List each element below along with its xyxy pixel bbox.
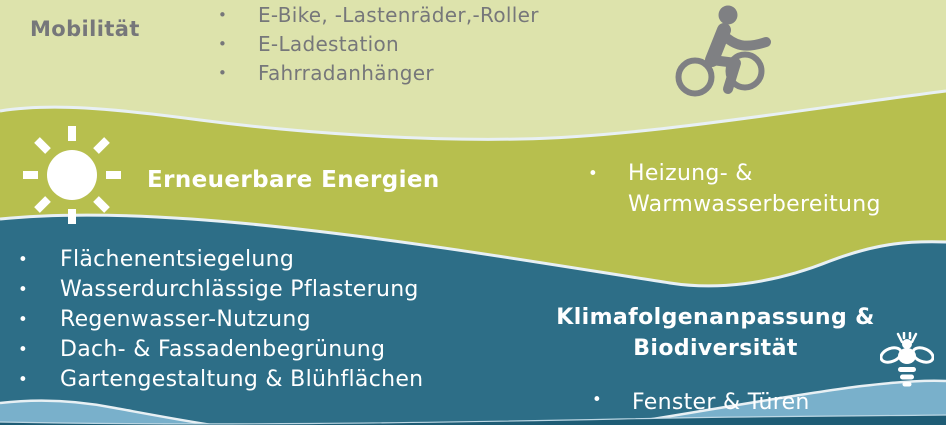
band-climate — [0, 215, 946, 425]
bullet-icon: • — [218, 64, 228, 82]
list-item-label: Fenster & Türen — [632, 390, 810, 415]
list-item: • E-Ladestation — [218, 30, 539, 59]
bullet-icon: • — [18, 310, 29, 329]
list-item: • Flächenentsiegelung — [18, 245, 423, 275]
list-item-label: Flächenentsiegelung — [60, 247, 295, 272]
bullet-icon: • — [18, 250, 29, 269]
climate-title: Klimafolgenanpassung & Biodiversität — [556, 305, 875, 361]
bullet-icon: • — [18, 340, 29, 359]
band-windows — [0, 380, 946, 425]
cyclist-head — [718, 5, 738, 25]
bullet-icon: • — [18, 280, 29, 299]
energy-title: Erneuerbare Energien — [147, 167, 440, 193]
band-energy-outline — [0, 89, 946, 141]
bullet-icon: • — [218, 35, 228, 53]
list-item: • Dach- & Fassadenbegrünung — [18, 335, 423, 365]
climate-list: • Flächenentsiegelung • Wasserdurchlässi… — [18, 245, 423, 395]
band-climate-outline — [0, 213, 946, 288]
bullet-icon: • — [592, 390, 603, 409]
mobility-title: Mobilität — [30, 17, 140, 41]
bullet-icon: • — [18, 370, 29, 389]
list-item-label: Wasserdurchlässige Pflasterung — [60, 277, 419, 302]
windows-list: • Fenster & Türen — [592, 390, 810, 415]
list-item-label: Dach- & Fassadenbegrünung — [60, 337, 386, 362]
band-bottom-outline — [0, 414, 946, 425]
list-item-label: E-Ladestation — [258, 32, 399, 56]
bee-icon — [880, 332, 934, 387]
band-windows-outline — [0, 379, 946, 425]
list-item-label: Fahrradanhänger — [258, 61, 434, 85]
list-item-label: Regenwasser-Nutzung — [60, 307, 311, 332]
energy-list: • Heizung- & Warmwasserbereitung — [588, 158, 920, 220]
list-item: • Heizung- & Warmwasserbereitung — [588, 158, 920, 220]
list-item: • Fahrradanhänger — [218, 59, 539, 88]
list-item: • E-Bike, -Lastenräder,-Roller — [218, 1, 539, 30]
list-item: • Gartengestaltung & Blühflächen — [18, 365, 423, 395]
bullet-icon: • — [588, 164, 599, 183]
list-item-label: E-Bike, -Lastenräder,-Roller — [258, 3, 539, 27]
bullet-icon: • — [218, 6, 228, 24]
list-item-label: Gartengestaltung & Blühflächen — [60, 367, 424, 392]
list-item: • Regenwasser-Nutzung — [18, 305, 423, 335]
list-item: • Fenster & Türen — [592, 390, 810, 415]
cyclist-icon — [675, 5, 771, 97]
sun-icon — [23, 126, 121, 224]
list-item: • Wasserdurchlässige Pflasterung — [18, 275, 423, 305]
mobility-list: • E-Bike, -Lastenräder,-Roller • E-Lades… — [218, 1, 539, 88]
list-item-label: Heizung- & Warmwasserbereitung — [628, 161, 881, 217]
